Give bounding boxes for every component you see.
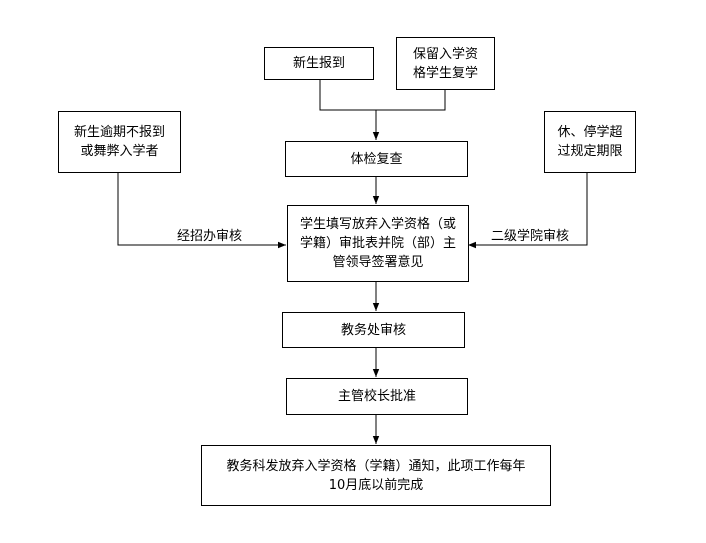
node-suspension-overdue: 休、停学超 过规定期限 xyxy=(544,111,636,173)
connector-retained xyxy=(376,89,446,111)
node-overdue-or-fraud: 新生逾期不报到 或舞弊入学者 xyxy=(58,111,181,173)
arrow-from-overdue xyxy=(117,172,286,249)
arrow-from-suspended xyxy=(468,172,588,249)
node-academic-affairs-review: 教务处审核 xyxy=(282,312,465,348)
node-president-approval: 主管校长批准 xyxy=(286,378,468,415)
connector-new-student xyxy=(319,79,376,111)
node-fill-approval-form: 学生填写放弃入学资格（或 学籍）审批表并院（部）主 管领导签署意见 xyxy=(287,205,469,282)
node-physical-recheck: 体检复查 xyxy=(285,141,468,177)
node-retained-readmission: 保留入学资 格学生复学 xyxy=(396,37,495,90)
node-issue-notice: 教务科发放弃入学资格（学籍）通知，此项工作每年 10月底以前完成 xyxy=(201,445,551,506)
edge-label-admissions: 经招办审核 xyxy=(177,229,243,244)
edge-label-college: 二级学院审核 xyxy=(491,229,570,244)
node-new-student: 新生报到 xyxy=(264,47,374,80)
